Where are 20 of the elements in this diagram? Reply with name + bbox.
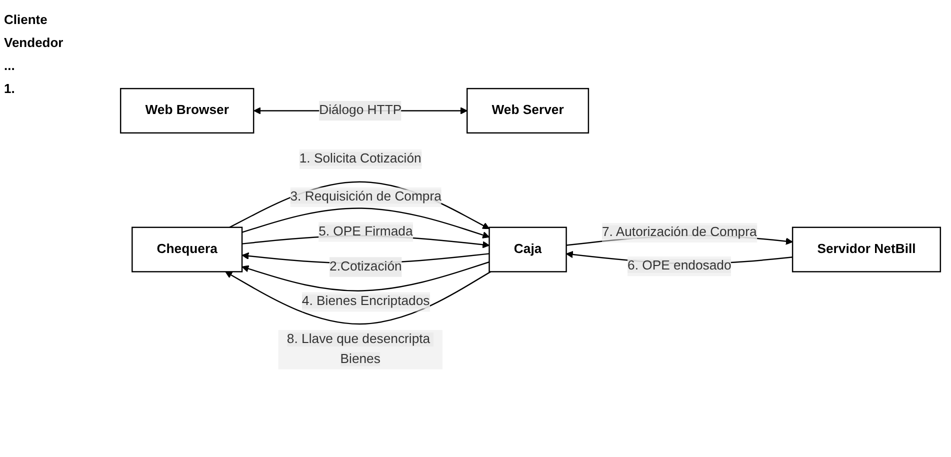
node-box: Caja [488, 226, 567, 272]
arrow [225, 270, 492, 324]
edge-label: 6. OPE endosado [628, 258, 732, 272]
node-box: Servidor NetBill [792, 226, 942, 272]
node-box: Web Server [466, 87, 590, 134]
note-text: 1. [4, 81, 15, 96]
note-text: Vendedor [4, 35, 64, 50]
edge-label: 8. Llave que desencripta Bienes [286, 332, 430, 366]
edge-label: 1. Solicita Cotización [299, 151, 422, 166]
node-box: Web Browser [120, 87, 254, 134]
edge-label: 4. Bienes Encriptados [302, 294, 430, 308]
edge-label: 7. Autorización de Compra [602, 224, 757, 239]
note-text: ... [4, 58, 15, 73]
edge-label: 3. Requisición de Compra [290, 189, 442, 204]
node-box: Chequera [132, 226, 243, 272]
edge-label: 2.Cotización [330, 259, 402, 274]
edge-label: Diálogo HTTP [319, 102, 402, 117]
note-text: Cliente [4, 12, 48, 27]
arrow [242, 260, 490, 291]
edge-label: 5. OPE Firmada [318, 224, 413, 238]
